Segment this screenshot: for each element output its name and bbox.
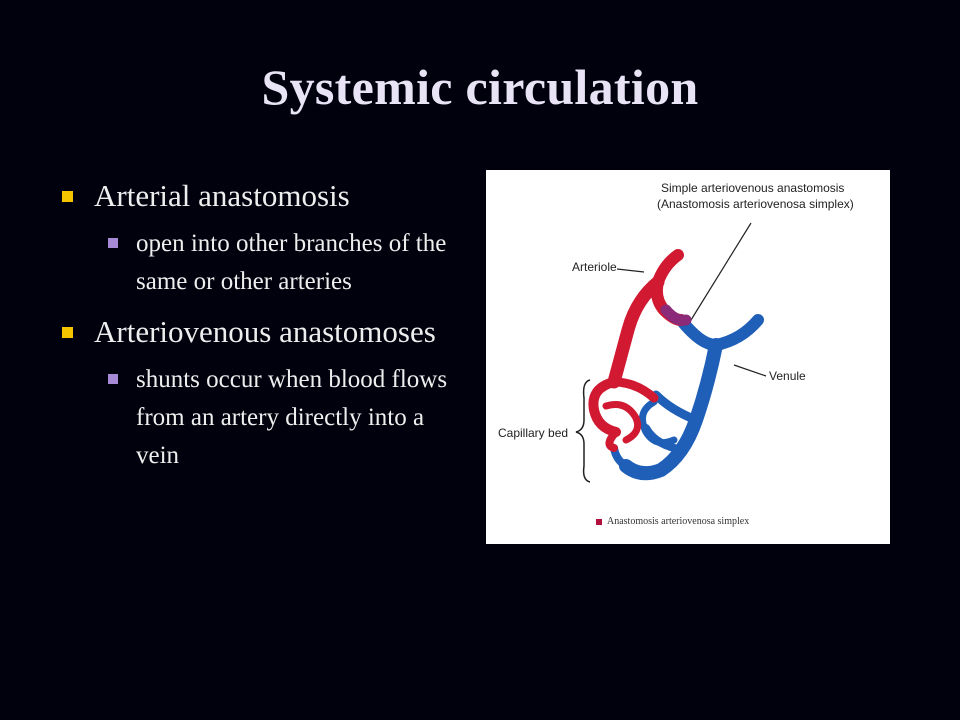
bullet-list: Arterial anastomosis open into other bra… bbox=[60, 177, 460, 487]
sub-bullet-square-icon bbox=[108, 374, 118, 384]
sub-bullet-text: open into other branches of the same or … bbox=[136, 230, 447, 295]
venule-pointer-line bbox=[733, 364, 767, 377]
bullet-square-icon bbox=[62, 191, 73, 202]
bullet-square-icon bbox=[62, 327, 73, 338]
sub-bullet-text: shunts occur when blood flows from an ar… bbox=[136, 366, 448, 469]
simple-anastomosis-pointer-line bbox=[690, 222, 752, 321]
bullet-arteriovenous-anastomoses: Arteriovenous anastomoses bbox=[60, 313, 460, 351]
caption-text: Anastomosis arteriovenosa simplex bbox=[607, 516, 750, 527]
label-simple-anastomosis-line1: Simple arteriovenous anastomosis bbox=[661, 181, 845, 195]
sub-bullet-square-icon bbox=[108, 238, 118, 248]
bullet-text: Arteriovenous anastomoses bbox=[94, 314, 436, 349]
figure-caption: Anastomosis arteriovenosa simplex bbox=[596, 516, 749, 527]
arterial-vessels bbox=[588, 249, 687, 452]
anastomosis-diagram: Simple arteriovenous anastomosis (Anasto… bbox=[486, 170, 890, 544]
slide-title: Systemic circulation bbox=[261, 59, 699, 115]
bullet-text: Arterial anastomosis bbox=[94, 178, 350, 213]
venous-vessels bbox=[610, 314, 764, 481]
anastomosis-shunt bbox=[660, 304, 692, 326]
bullet-arterial-anastomosis: Arterial anastomosis bbox=[60, 177, 460, 215]
label-arteriole: Arteriole bbox=[572, 260, 617, 274]
sub-bullet-arteriovenous: shunts occur when blood flows from an ar… bbox=[60, 361, 460, 475]
vessel-illustration bbox=[575, 222, 767, 483]
label-simple-anastomosis-line2: (Anastomosis arteriovenosa simplex) bbox=[657, 197, 854, 211]
sub-bullet-arterial: open into other branches of the same or … bbox=[60, 225, 460, 301]
arteriole-pointer-line bbox=[616, 268, 645, 273]
label-venule: Venule bbox=[769, 369, 806, 383]
caption-color-swatch bbox=[596, 518, 602, 525]
label-capillary-bed: Capillary bed bbox=[498, 426, 569, 440]
capillary-bed-brace bbox=[575, 379, 591, 483]
